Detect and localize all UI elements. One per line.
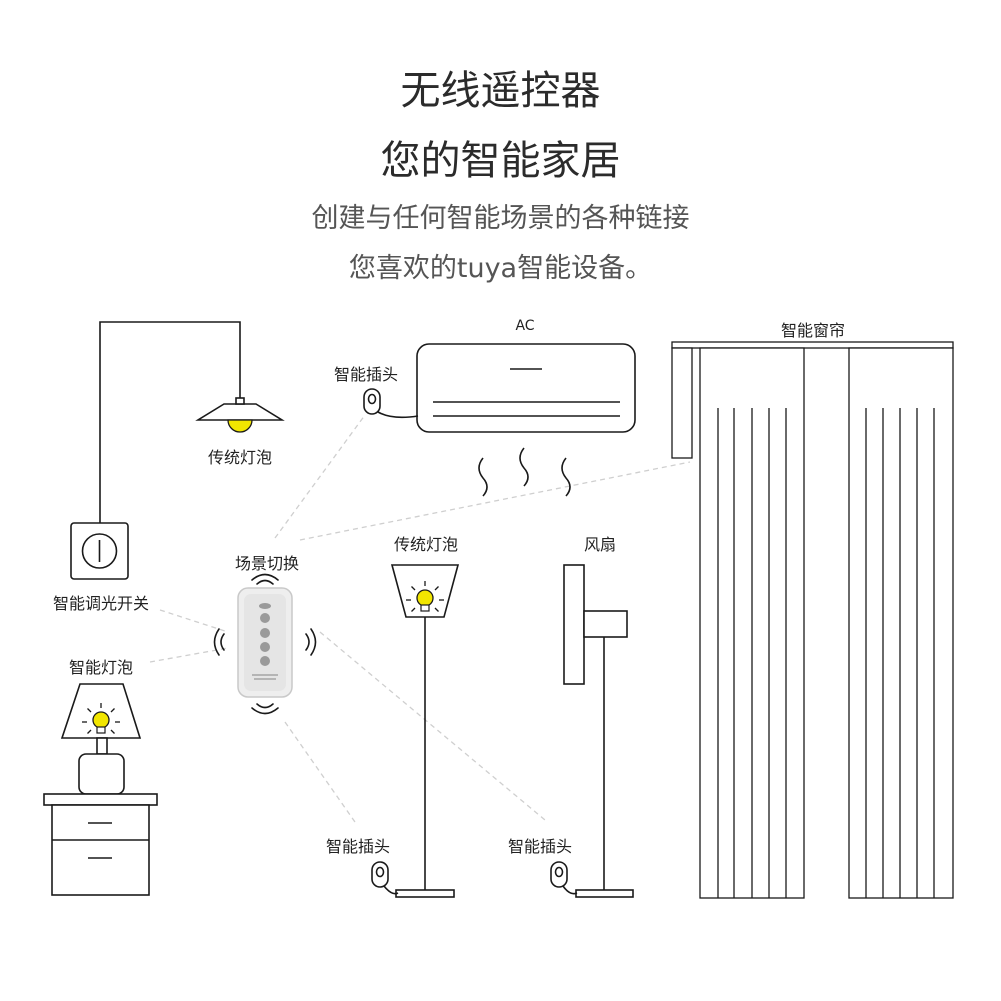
label-smart-plug-bottom-left: 智能插头 bbox=[325, 837, 391, 856]
dashed-links bbox=[149, 414, 691, 823]
ceiling-bulb bbox=[227, 419, 253, 433]
label-traditional-bulb-ceiling: 传统灯泡 bbox=[207, 448, 273, 467]
label-ac: AC bbox=[515, 318, 535, 334]
subtitle-line-2: 您喜欢的tuya智能设备。 bbox=[348, 253, 653, 284]
dimmer-switch bbox=[70, 522, 129, 580]
label-scene-switch: 场景切换 bbox=[234, 554, 300, 573]
ceiling-lamp bbox=[99, 321, 285, 525]
label-smart-plug-bottom-right: 智能插头 bbox=[507, 837, 573, 856]
air-conditioner bbox=[416, 343, 636, 497]
subtitle-line-1: 创建与任何智能场景的各种链接 bbox=[311, 203, 690, 234]
table-lamp bbox=[43, 683, 158, 896]
smart-curtain bbox=[671, 341, 954, 899]
floor-lamp-bulb-icon bbox=[405, 580, 445, 613]
signal-waves bbox=[213, 573, 317, 715]
fan bbox=[563, 564, 634, 898]
fan-smart-plug bbox=[550, 861, 578, 895]
label-fan: 风扇 bbox=[583, 535, 617, 554]
label-smart-bulb: 智能灯泡 bbox=[68, 658, 134, 677]
floor-lamp-smart-plug bbox=[371, 861, 399, 895]
table-lamp-bulb-icon bbox=[81, 702, 121, 735]
label-traditional-bulb-floor: 传统灯泡 bbox=[393, 535, 459, 554]
title-line-1: 无线遥控器 bbox=[400, 68, 601, 114]
remote-control bbox=[237, 587, 293, 698]
label-smart-curtain: 智能窗帘 bbox=[780, 321, 846, 340]
title-line-2: 您的智能家居 bbox=[380, 138, 621, 184]
floor-lamp bbox=[390, 564, 460, 898]
label-smart-plug-ac: 智能插头 bbox=[333, 365, 399, 384]
ac-smart-plug bbox=[363, 388, 419, 419]
label-smart-dimmer-switch: 智能调光开关 bbox=[52, 594, 150, 613]
